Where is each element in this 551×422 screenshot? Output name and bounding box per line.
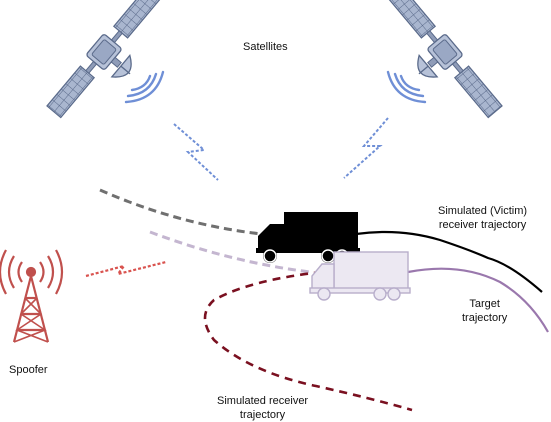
simulated-receiver-trajectory (203, 270, 413, 412)
signal-bolt-left-icon (173, 123, 219, 181)
spoof-signal-bolt-icon (85, 260, 167, 278)
target-label-line1: Target (469, 298, 500, 310)
antenna-tower-icon (0, 249, 64, 343)
simulated-label-line2: trajectory (239, 409, 286, 421)
spoofer-label: Spoofer (9, 364, 48, 376)
target-trajectory-label: Target trajectory (462, 297, 507, 325)
victim-trajectory-dashed (99, 188, 263, 236)
signal-bolt-right-icon (343, 117, 389, 179)
satellite-left-emission (124, 70, 165, 104)
target-truck-icon (309, 251, 411, 301)
victim-label-line2: receiver trajectory (438, 219, 527, 231)
simulated-trajectory-label: Simulated receiver trajectory (217, 394, 308, 422)
victim-label-line1: Simulated (Victim) (438, 205, 528, 217)
target-trajectory-solid (407, 267, 549, 333)
satellites-label: Satellites (243, 41, 288, 53)
simulated-label-line1: Simulated receiver (217, 395, 309, 407)
satellite-left-icon (44, 0, 181, 135)
target-trajectory-dashed (149, 230, 311, 274)
victim-trajectory-solid (355, 230, 543, 293)
victim-trajectory-label: Simulated (Victim) receiver trajectory (438, 204, 527, 232)
target-label-line2: trajectory (462, 312, 508, 324)
satellite-right-icon (368, 0, 505, 135)
satellite-right-emission (386, 70, 427, 104)
